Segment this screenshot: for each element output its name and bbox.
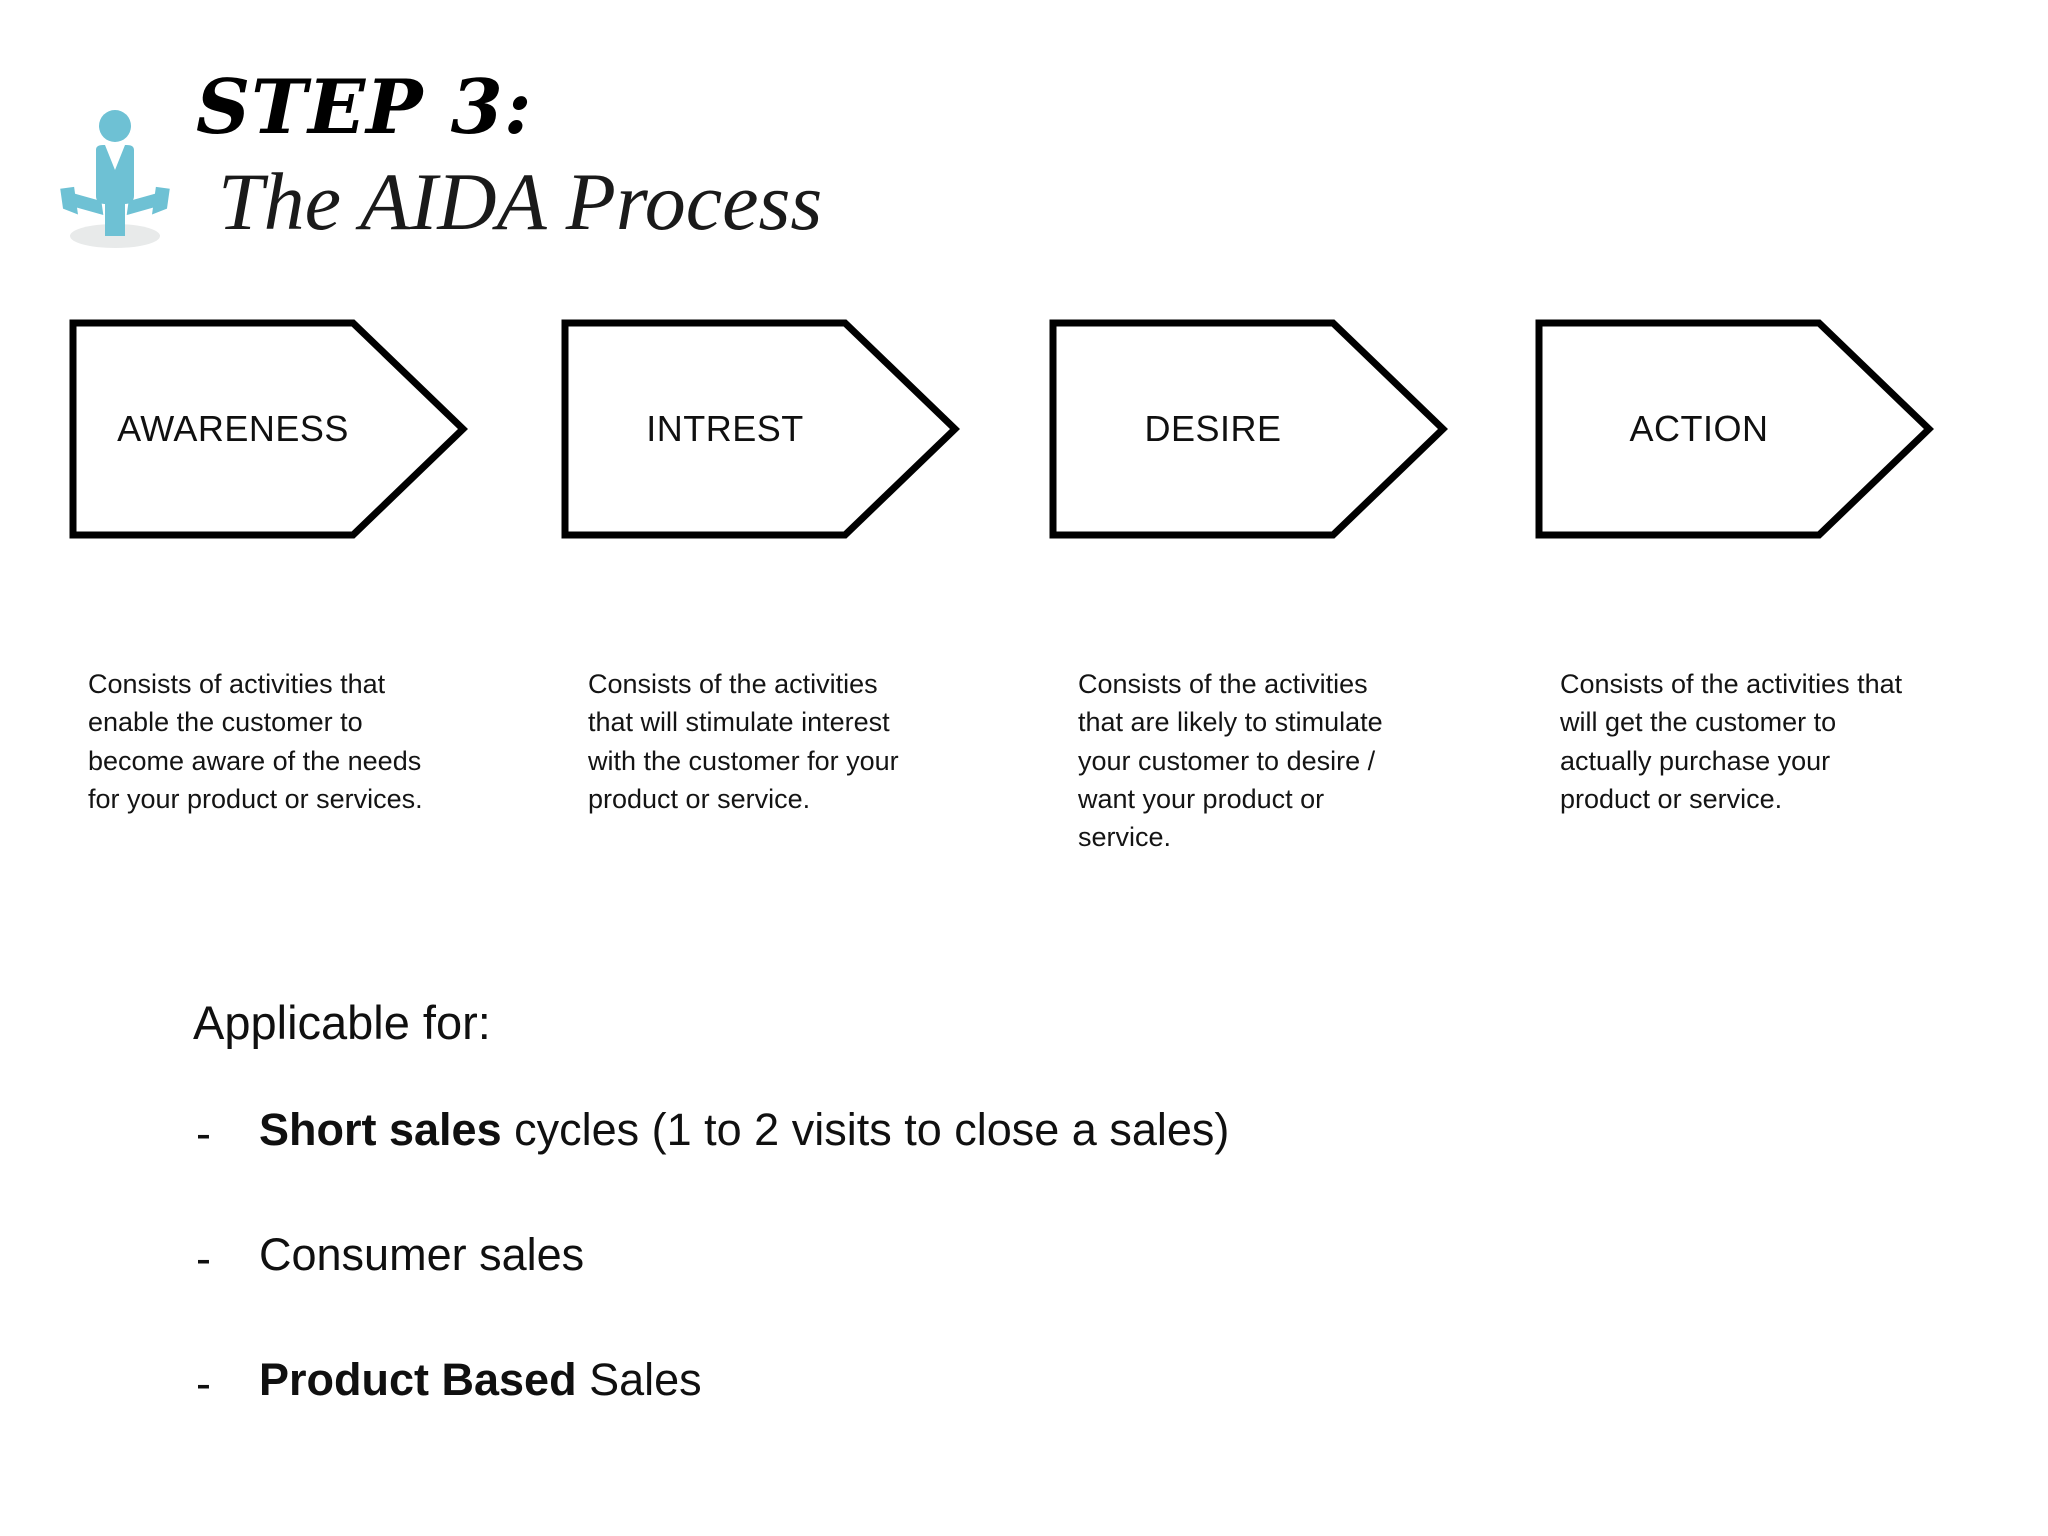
aida-stage-arrows: AWARENESS INTREST DESIRE ACTION	[0, 318, 2048, 548]
stage-description-intrest: Consists of the activities that will sti…	[588, 669, 899, 814]
aida-stage-descriptions: Consists of activities that enable the c…	[0, 665, 2048, 865]
stage-arrow-desire[interactable]: DESIRE	[1048, 318, 1448, 540]
list-item-text: Short sales cycles (1 to 2 visits to clo…	[259, 1107, 1229, 1152]
list-item-rest: Consumer sales	[259, 1229, 585, 1280]
list-item: - Consumer sales	[193, 1232, 1893, 1357]
slide-header: STEP 3: The AIDA Process	[0, 0, 2048, 300]
step-title: STEP 3:	[196, 63, 533, 151]
stage-label-action: ACTION	[1629, 408, 1769, 449]
title-block: STEP 3: The AIDA Process	[196, 70, 1796, 245]
stage-label-desire: DESIRE	[1144, 408, 1282, 449]
stage-arrow-intrest[interactable]: INTREST	[560, 318, 960, 540]
list-item: - Product Based Sales	[193, 1357, 1893, 1482]
stage-arrow-action[interactable]: ACTION	[1534, 318, 1934, 540]
person-at-crossroads-icon	[56, 100, 174, 250]
stage-arrow-awareness[interactable]: AWARENESS	[68, 318, 468, 540]
applicable-bullet-list: - Short sales cycles (1 to 2 visits to c…	[193, 1107, 1893, 1482]
bullet-dash-icon: -	[196, 1108, 211, 1159]
stage-description-desire: Consists of the activities that are like…	[1078, 669, 1383, 853]
list-item-bold: Short sales	[259, 1104, 502, 1155]
bullet-dash-icon: -	[196, 1358, 211, 1409]
bullet-dash-icon: -	[196, 1233, 211, 1284]
list-item: - Short sales cycles (1 to 2 visits to c…	[193, 1107, 1893, 1232]
stage-description-awareness: Consists of activities that enable the c…	[88, 669, 423, 814]
applicable-heading: Applicable for:	[193, 996, 491, 1049]
list-item-rest: Sales	[576, 1354, 702, 1405]
stage-label-awareness: AWARENESS	[117, 408, 349, 449]
list-item-rest: cycles (1 to 2 visits to close a sales)	[501, 1104, 1230, 1155]
list-item-text: Consumer sales	[259, 1232, 584, 1277]
list-item-text: Product Based Sales	[259, 1357, 702, 1402]
list-item-bold: Product Based	[259, 1354, 577, 1405]
page-title: The AIDA Process	[218, 156, 823, 247]
stage-label-intrest: INTREST	[646, 408, 804, 449]
stage-description-action: Consists of the activities that will get…	[1560, 669, 1903, 814]
